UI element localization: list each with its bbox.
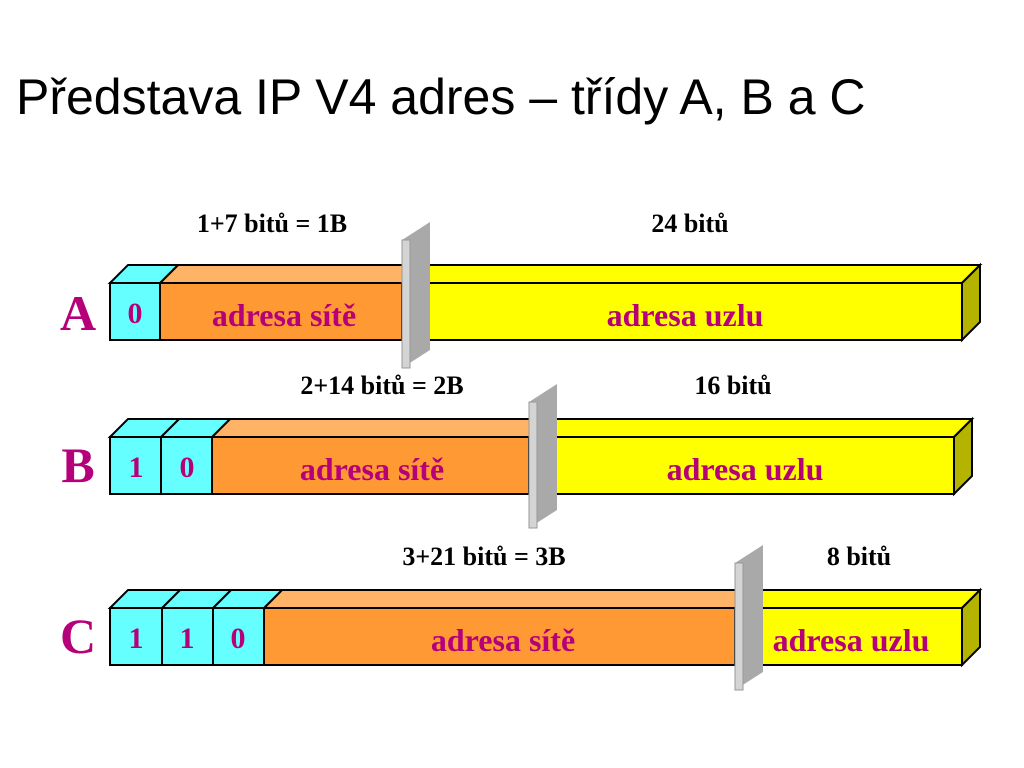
- class-b-host-caption: 16 bitů: [694, 371, 771, 400]
- class-c-network-part: [263, 607, 736, 666]
- class-b-divider: [528, 401, 538, 529]
- class-c-bit-3: 0: [231, 622, 246, 655]
- class-a-host-top: [407, 264, 983, 284]
- class-b-bit-1-box: [109, 436, 162, 495]
- class-b-network-top: [209, 418, 550, 438]
- class-b-network-label: adresa sítě: [300, 451, 444, 487]
- class-b-host-label: adresa uzlu: [667, 451, 824, 487]
- class-a-bit-1: 0: [128, 297, 143, 330]
- class-b-host-top: [534, 418, 975, 438]
- class-a-divider: [401, 239, 411, 369]
- class-c-host-label: adresa uzlu: [773, 622, 930, 658]
- class-c-divider: [734, 562, 744, 691]
- slide-title: Představa IP V4 adres – třídy A, B a C: [16, 69, 866, 125]
- class-b-letter: B: [61, 437, 94, 493]
- class-c-bit-1-box: [109, 607, 163, 666]
- class-a-network-caption: 1+7 bitů = 1B: [197, 209, 347, 238]
- class-c-bit-1: 1: [129, 622, 144, 655]
- class-b-bit-2-box: [160, 436, 213, 495]
- class-c-bit-2-box: [161, 607, 214, 666]
- class-a-network-label: adresa sítě: [212, 297, 356, 333]
- class-c-host-caption: 8 bitů: [827, 542, 891, 571]
- class-a-letter: A: [60, 285, 96, 341]
- class-c-network-top: [261, 589, 756, 609]
- class-c-network-label: adresa sítě: [431, 622, 575, 658]
- class-a-bit-1-box: [109, 282, 161, 341]
- class-c-letter: C: [60, 608, 96, 664]
- class-a-network-part: [159, 282, 403, 341]
- class-c-network-caption: 3+21 bitů = 3B: [402, 542, 565, 571]
- class-a-host-label: adresa uzlu: [607, 297, 764, 333]
- class-b-network-caption: 2+14 bitů = 2B: [300, 371, 463, 400]
- class-b-host-part: [536, 436, 955, 495]
- class-c-bit-2: 1: [180, 622, 195, 655]
- class-a-row: A 0 adresa sítě adresa uzlu 1+7 bitů = 1…: [60, 209, 983, 369]
- class-b-row: B 1 0 adresa sítě adresa uzlu 2+14 bitů …: [61, 371, 975, 529]
- class-c-host-top: [738, 589, 983, 609]
- class-b-bit-2: 0: [180, 451, 195, 484]
- class-a-host-caption: 24 bitů: [651, 209, 728, 238]
- class-b-bit-1: 1: [129, 451, 144, 484]
- class-c-row: C 1 1 0 adresa sítě adresa uzlu 3+21 bit…: [60, 542, 983, 691]
- class-a-network-top: [157, 264, 423, 284]
- class-c-host-part: [740, 607, 963, 666]
